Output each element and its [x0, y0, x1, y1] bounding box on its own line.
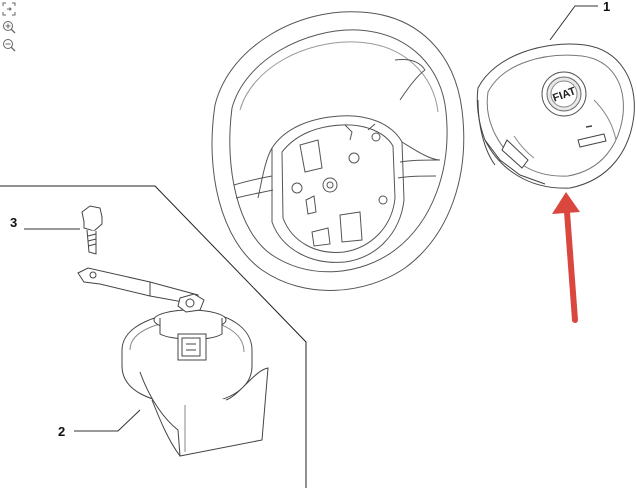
- section-boundary-line: [0, 185, 307, 488]
- steering-wheel: [211, 11, 465, 291]
- zoom-out-icon[interactable]: [2, 38, 16, 52]
- fit-screen-icon[interactable]: [2, 2, 16, 16]
- callout-label-3: 3: [10, 215, 17, 230]
- red-arrow-annotation: [552, 192, 580, 323]
- leader-line-1: [549, 5, 598, 41]
- viewer-toolbar: [2, 2, 18, 56]
- horn-part: [77, 267, 269, 457]
- leader-line-2: [74, 409, 141, 432]
- leader-lines: [24, 5, 598, 432]
- callout-label-1: 1: [603, 0, 610, 14]
- bolt-part: [81, 205, 103, 255]
- zoom-in-icon[interactable]: [2, 20, 16, 34]
- callout-label-2: 2: [58, 424, 65, 439]
- airbag-module: FIAT: [476, 43, 635, 189]
